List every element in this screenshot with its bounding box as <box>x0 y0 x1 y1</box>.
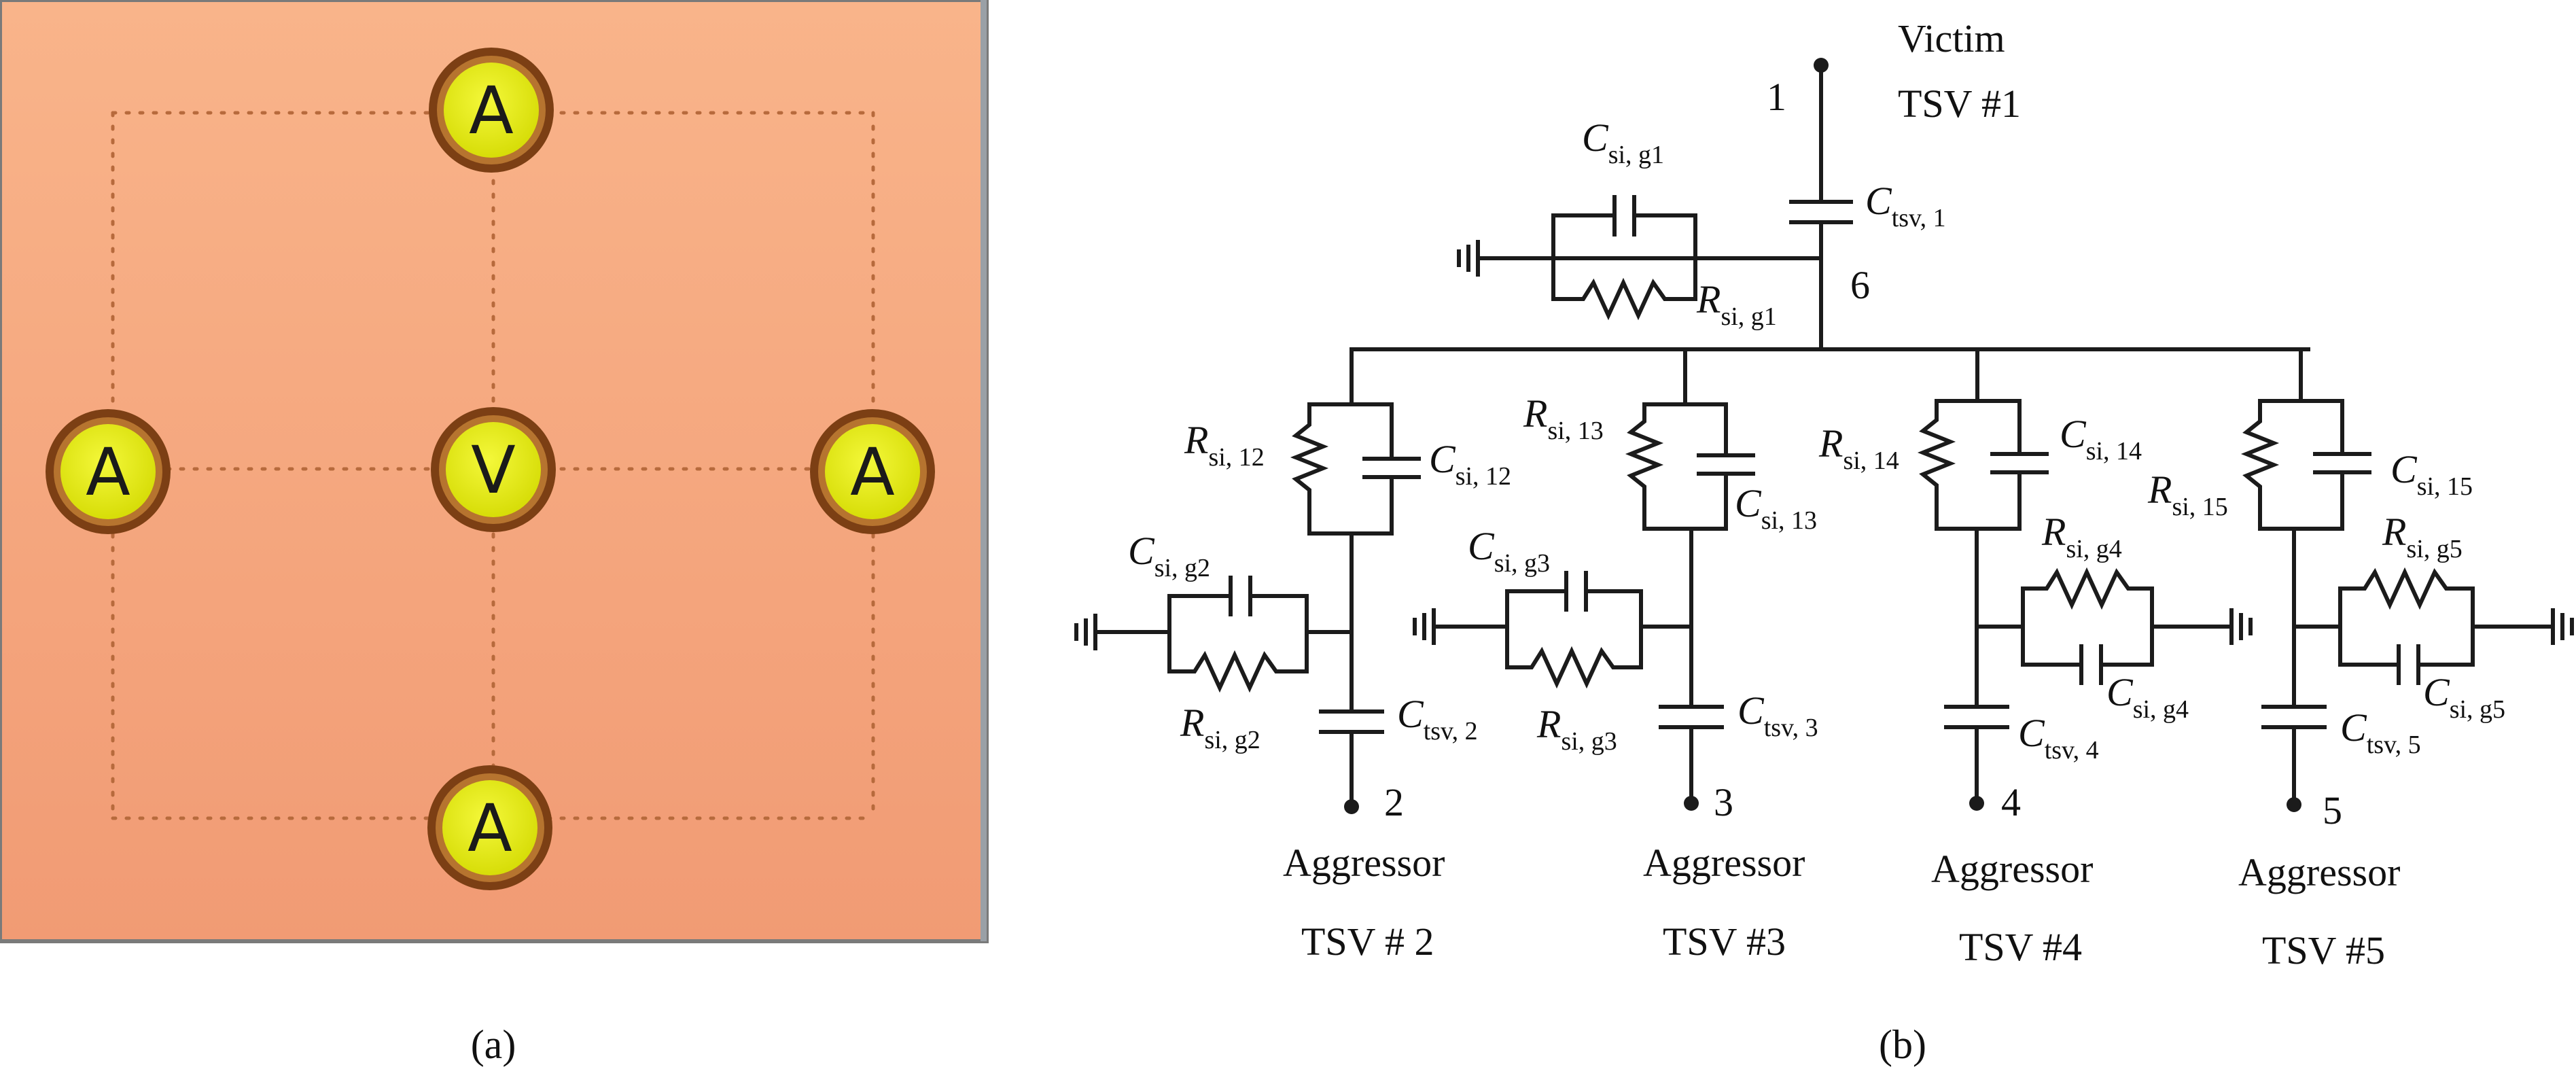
aggressor-4-title: Aggressor <box>1931 847 2093 891</box>
label-c-tsv-5: Ctsv, 5 <box>2340 705 2421 759</box>
node-4-terminal <box>1969 796 1984 811</box>
aggressor-5-subtitle: TSV #5 <box>2262 928 2385 972</box>
aggressor-branch-5 <box>2240 347 2574 812</box>
aggressor-2-subtitle: TSV # 2 <box>1301 919 1434 964</box>
node-3-label: 3 <box>1714 780 1733 824</box>
caption-b: (b) <box>1879 1022 1926 1067</box>
panel-a-right-edge <box>981 0 987 941</box>
node-3-terminal <box>1684 796 1699 811</box>
label-r-si-g1: Rsi, g1 <box>1696 277 1777 331</box>
node-6-label: 6 <box>1850 263 1870 307</box>
victim-title: Victim <box>1898 16 2005 60</box>
node-5-terminal <box>2287 797 2301 812</box>
aggressor-branch-4 <box>1917 347 2253 811</box>
aggressor-2-title: Aggressor <box>1283 841 1445 885</box>
label-r-si-g2: Rsi, g2 <box>1180 701 1260 754</box>
label-c-tsv-2: Ctsv, 2 <box>1397 692 1478 746</box>
aggressor-branch-2 <box>1074 347 1421 814</box>
tsv-top: A <box>429 48 554 173</box>
label-c-si-g5: Csi, g5 <box>2423 670 2505 724</box>
caption-a: (a) <box>471 1022 516 1067</box>
label-c-tsv-1: Ctsv, 1 <box>1865 179 1946 232</box>
tsv-right-label: A <box>850 434 895 510</box>
tsv-center: V <box>431 407 556 532</box>
tsv-top-label: A <box>469 73 514 149</box>
label-c-si-g2: Csi, g2 <box>1128 529 1210 582</box>
tsv-left-label: A <box>86 434 130 510</box>
label-r-si-g3: Rsi, g3 <box>1536 702 1617 756</box>
label-r-si-g4: Rsi, g4 <box>2041 510 2122 563</box>
node-4-label: 4 <box>2001 780 2021 824</box>
node-1-label: 1 <box>1767 75 1786 119</box>
label-c-si-g4: Csi, g4 <box>2106 670 2189 724</box>
aggressor-3-title: Aggressor <box>1643 841 1805 885</box>
label-r-si-15: Rsi, 15 <box>2147 468 2228 521</box>
victim-branch <box>1693 58 1853 351</box>
label-r-si-12: Rsi, 12 <box>1184 418 1265 472</box>
label-c-si-13: Csi, 13 <box>1735 481 1817 535</box>
node-5-label: 5 <box>2323 788 2342 833</box>
label-r-si-g5: Rsi, g5 <box>2382 510 2463 563</box>
label-c-tsv-3: Ctsv, 3 <box>1737 688 1818 742</box>
node-2-label: 2 <box>1384 780 1404 824</box>
victim-subtitle: TSV #1 <box>1898 82 2021 126</box>
label-c-si-12: Csi, 12 <box>1429 437 1511 491</box>
label-r-si-13: Rsi, 13 <box>1523 391 1604 445</box>
tsv-bottom-label: A <box>467 790 512 866</box>
aggressor-4-subtitle: TSV #4 <box>1959 925 2082 969</box>
tsv-center-label: V <box>471 432 516 508</box>
label-c-si-14: Csi, 14 <box>2060 412 2142 466</box>
tsv-bottom: A <box>427 765 552 890</box>
label-c-tsv-4: Ctsv, 4 <box>2018 711 2099 765</box>
panel-a: A A V A A <box>0 0 989 943</box>
panel-b-circuit <box>1074 58 2574 814</box>
label-c-si-g3: Csi, g3 <box>1468 524 1550 578</box>
aggressor-5-title: Aggressor <box>2238 850 2400 894</box>
aggressor-3-subtitle: TSV #3 <box>1663 919 1786 964</box>
ground-pair-g1 <box>1457 195 1697 321</box>
panel-b-labels: Victim TSV #1 1 6 Ctsv, 1 Csi, g1 Rsi, g… <box>1128 16 2505 972</box>
node-2-terminal <box>1344 799 1359 814</box>
tsv-right: A <box>810 409 935 534</box>
tsv-left: A <box>46 409 171 534</box>
label-c-si-g1: Csi, g1 <box>1582 116 1664 169</box>
label-r-si-14: Rsi, 14 <box>1818 421 1899 475</box>
label-c-si-15: Csi, 15 <box>2390 447 2473 501</box>
aggressor-branch-3 <box>1413 347 1755 811</box>
